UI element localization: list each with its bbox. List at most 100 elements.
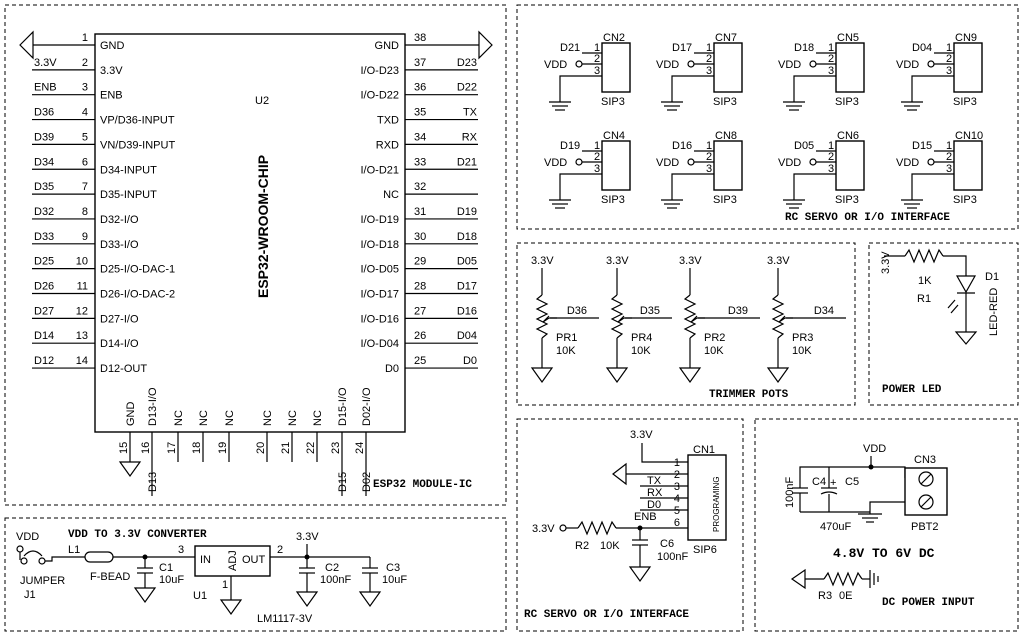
cn1-pin-net: ENB — [634, 511, 657, 523]
esp32-pin-name: TXD — [377, 115, 399, 127]
esp32-pin-name: NC — [262, 410, 274, 426]
esp32-pin-net: D34 — [34, 156, 54, 168]
esp32-pin-net: D02 — [361, 472, 373, 492]
connector-pin-number: 2 — [706, 53, 712, 65]
esp32-pin-name: D15-I/O — [337, 387, 349, 426]
gnd-arrow-left — [19, 30, 34, 60]
programming-title: RC SERVO OR I/O INTERFACE — [524, 609, 689, 621]
esp32-pin-name: NC — [287, 410, 299, 426]
power-led-title: POWER LED — [882, 384, 942, 396]
esp32-pin-number: 36 — [414, 82, 426, 94]
connector-body — [835, 42, 865, 93]
esp32-pin-number: 1 — [82, 32, 88, 44]
jumper-label: JUMPER — [20, 575, 65, 587]
ic-out: OUT — [242, 554, 266, 566]
esp32-pin-name: GND — [375, 40, 400, 52]
connector-type: SIP3 — [953, 194, 977, 206]
esp32-pin-number: 5 — [82, 131, 88, 143]
c3-value: 10uF — [382, 574, 407, 586]
ic-adj: ADJ — [227, 550, 239, 571]
connector-signal: D18 — [794, 42, 814, 54]
connector-ref: CN9 — [955, 32, 977, 44]
esp32-pin-number: 8 — [82, 206, 88, 218]
esp32-pin-net: RX — [462, 131, 478, 143]
connector-pin-number: 2 — [946, 151, 952, 163]
connector-pin-number: 2 — [828, 53, 834, 65]
esp32-pin-number: 14 — [76, 355, 88, 367]
connector-type: SIP3 — [601, 96, 625, 108]
trimmer-net: D34 — [814, 305, 834, 317]
dc-input: VDD CN3 PBT2 + C5 470uF C4 100nF 4.8V TO… — [784, 443, 975, 609]
esp32-pin-number: 18 — [191, 442, 203, 454]
connector-pin-number: 1 — [828, 42, 834, 54]
connector-ref: CN2 — [603, 32, 625, 44]
cn1-pin-number: 3 — [674, 481, 680, 493]
trimmer-value: 10K — [631, 345, 651, 357]
trimmer-ref: PR1 — [556, 332, 577, 344]
connector-signal: D19 — [560, 140, 580, 152]
connector-pin-number: 3 — [706, 65, 712, 77]
esp32-pin-number: 25 — [414, 355, 426, 367]
connector-vdd: VDD — [778, 157, 801, 169]
connector-type: SIP3 — [835, 194, 859, 206]
led-supply: 3.3V — [880, 251, 892, 274]
c6-ref: C6 — [660, 538, 674, 550]
dc-range: 4.8V TO 6V DC — [833, 546, 935, 561]
prog-top-supply: 3.3V — [630, 429, 653, 441]
jumper-symbol — [20, 557, 28, 565]
connector-signal: D21 — [560, 42, 580, 54]
c5-value: 470uF — [820, 521, 851, 533]
connector-ref: CN4 — [603, 130, 625, 142]
esp32-pin-name: NC — [173, 410, 185, 426]
connector-pin-number: 3 — [946, 65, 952, 77]
connector-pin-number: 2 — [594, 151, 600, 163]
trimmer-body — [771, 294, 785, 339]
r1-resistor — [904, 248, 944, 264]
trimmer-title: TRIMMER POTS — [709, 389, 789, 401]
trimmer-ref: PR2 — [704, 332, 725, 344]
connector-ref: CN10 — [955, 130, 983, 142]
esp32-pin-name: D35-INPUT — [100, 189, 157, 201]
esp32-pin-number: 20 — [255, 442, 267, 454]
trimmer-net: D35 — [640, 305, 660, 317]
esp32-pin-net: D22 — [457, 82, 477, 94]
connector-vdd: VDD — [656, 157, 679, 169]
esp32-pin-number: 37 — [414, 57, 426, 69]
trimmer-ref: PR3 — [792, 332, 813, 344]
esp32-pin-net: D19 — [457, 206, 477, 218]
connector-pin-number: 2 — [946, 53, 952, 65]
esp32-pin-net: D32 — [34, 206, 54, 218]
esp32-pin-number: 27 — [414, 305, 426, 317]
connector-type: SIP3 — [953, 96, 977, 108]
esp32-pin-net: D13 — [147, 472, 159, 492]
cn1-pin-number: 6 — [674, 517, 680, 529]
cn1-pin-number: 1 — [674, 457, 680, 469]
cn1-pin-net: RX — [647, 487, 663, 499]
r1-value: 1K — [918, 275, 932, 287]
connector-signal: D16 — [672, 140, 692, 152]
connector-vdd: VDD — [896, 59, 919, 71]
c5-plus: + — [830, 477, 836, 489]
esp32-chip-body — [94, 33, 406, 433]
led-symbol — [955, 275, 977, 294]
esp32-pin-net: D16 — [457, 305, 477, 317]
connector-ref: CN5 — [837, 32, 859, 44]
esp32-pin-name: I/O-D18 — [360, 239, 399, 251]
connector-pin-number: 2 — [594, 53, 600, 65]
esp32-pin-name: NC — [198, 410, 210, 426]
connector-vdd: VDD — [544, 157, 567, 169]
esp32-pin-number: 17 — [166, 442, 178, 454]
esp32-pin-name: D25-I/O-DAC-1 — [100, 264, 175, 276]
cn1-vert-label: PROGRAMING — [712, 476, 721, 532]
c3-ref: C3 — [386, 562, 400, 574]
esp32-pin-name: D33-I/O — [100, 239, 139, 251]
trimmer-net: D36 — [567, 305, 587, 317]
esp32-pin-name: D12-OUT — [100, 363, 147, 375]
esp32-pin-name: RXD — [376, 139, 399, 151]
connector-body — [601, 42, 631, 93]
esp32-pin-name: D32-I/O — [100, 214, 139, 226]
trimmer-supply: 3.3V — [679, 255, 702, 267]
esp32-pin-net: D18 — [457, 231, 477, 243]
